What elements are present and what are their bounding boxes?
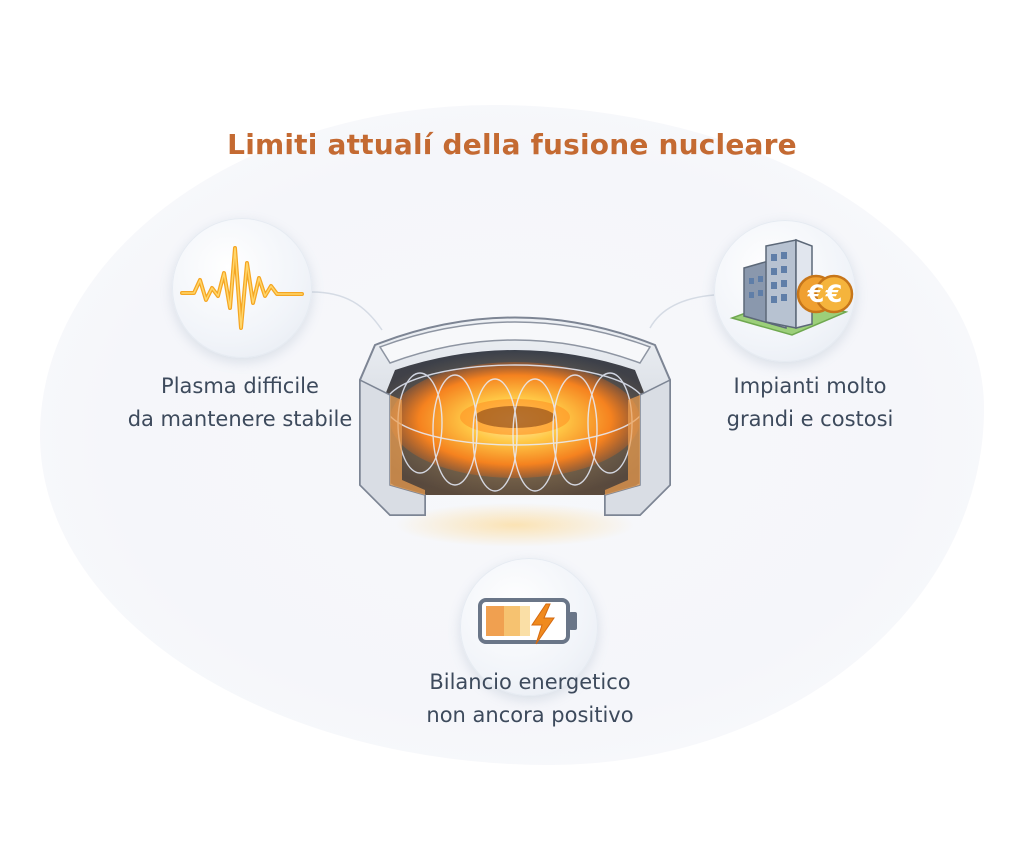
label-cost: Impianti molto grandi e costosi: [690, 370, 930, 436]
tokamak-reactor-illustration: [359, 316, 671, 547]
label-plasma-line-2: da mantenere stabile: [127, 407, 353, 431]
cost-icon-circle: € €: [714, 220, 856, 362]
label-cost-line-1: Impianti molto: [733, 374, 887, 398]
connector-right: [649, 294, 715, 329]
label-cost-line-2: grandi e costosi: [726, 407, 894, 431]
energy-icon-circle: [460, 558, 598, 696]
euro-symbol: €: [825, 280, 843, 308]
label-energy: Bilancio energetico non ancora positivo: [390, 666, 670, 732]
label-plasma: Plasma difficile da mantenere stabile: [110, 370, 370, 436]
label-plasma-line-1: Plasma difficile: [161, 374, 319, 398]
page-title: Limiti attualí della fusione nucleare: [227, 128, 797, 161]
plasma-icon-circle: [172, 218, 312, 358]
euro-symbol: €: [807, 280, 825, 308]
label-energy-line-1: Bilancio energetico: [429, 670, 631, 694]
battery-charging-icon: [478, 598, 577, 645]
building-euro-icon: € €: [729, 238, 854, 336]
plasma-wave-icon: [180, 246, 304, 330]
connector-left: [311, 291, 383, 331]
label-energy-line-2: non ancora positivo: [426, 703, 634, 727]
